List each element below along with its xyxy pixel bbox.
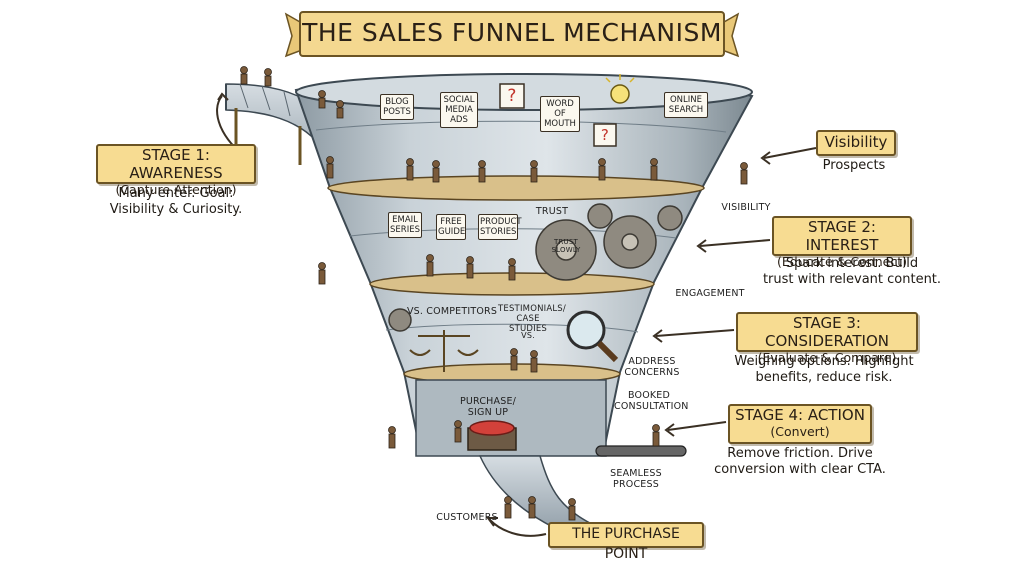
sign-product-stories: PRODUCT STORIES bbox=[478, 214, 522, 240]
stage-1-subtitle: (Capture Attention) bbox=[115, 182, 237, 197]
purchase-point-title: THE PURCHASE POINT bbox=[572, 526, 680, 562]
visibility-title: Visibility bbox=[824, 133, 888, 151]
label-purchase-signup: PURCHASE/ SIGN UP bbox=[459, 396, 517, 418]
stage-4-description: Remove friction. Drive conversion with c… bbox=[714, 446, 886, 477]
title-banner-scroll bbox=[284, 11, 740, 58]
stage-1-description: Many enter. Goal: Visibility & Curiosity… bbox=[109, 186, 243, 217]
label-vs-competitors: VS. COMPETITORS bbox=[406, 306, 498, 317]
label-testimonials: TESTIMONIALS/ CASE STUDIES bbox=[498, 304, 566, 334]
sign-online-search: ONLINE SEARCH bbox=[664, 92, 708, 118]
stage-3-description: Weighing options. Highlight benefits, re… bbox=[734, 354, 914, 385]
stage-3-subtitle: (Evaluate & Compare) bbox=[757, 350, 897, 365]
magnifying-glass bbox=[566, 310, 619, 363]
label-visibility: VISIBILITY bbox=[721, 202, 771, 213]
label-trust-slowly: TRUST SLOWLY bbox=[551, 238, 581, 254]
balance-scale bbox=[409, 330, 479, 372]
visibility-box: Visibility bbox=[816, 130, 896, 156]
question-mark-2: ? bbox=[600, 126, 610, 144]
label-engagement: ENGAGEMENT bbox=[675, 288, 745, 299]
stage-3-box: STAGE 3: CONSIDERATION (Evaluate & Compa… bbox=[736, 312, 918, 365]
stage-2-description: Spark interest. Build trust with relevan… bbox=[762, 256, 942, 287]
question-mark-1: ? bbox=[507, 86, 517, 106]
sign-free-guide: FREE GUIDE bbox=[436, 214, 466, 240]
stage-1-box: STAGE 1: AWARENESS (Capture Attention) bbox=[96, 144, 256, 197]
stage-2-subtitle: (Educate & Connect) bbox=[776, 254, 907, 269]
label-trust: TRUST bbox=[535, 206, 569, 217]
title-banner: THE SALES FUNNEL MECHANISM bbox=[292, 8, 732, 58]
label-vs: VS. bbox=[521, 331, 535, 340]
sign-word-of-mouth: WORD OF MOUTH bbox=[540, 96, 580, 132]
question-boxes bbox=[499, 83, 617, 147]
stage-4-subtitle: (Convert) bbox=[770, 424, 830, 439]
conveyor-belt bbox=[595, 445, 687, 457]
stage-2-box: STAGE 2: INTEREST (Educate & Connect) bbox=[772, 216, 912, 269]
stage-4-box: STAGE 4: ACTION (Convert) bbox=[728, 404, 872, 444]
stage-1-title: STAGE 1: AWARENESS bbox=[129, 146, 223, 182]
sign-social-media-ads: SOCIAL MEDIA ADS bbox=[440, 92, 478, 128]
stage-2-title: STAGE 2: INTEREST bbox=[805, 218, 879, 254]
label-seamless-process: SEAMLESS PROCESS bbox=[610, 468, 662, 490]
stage-arrows bbox=[216, 92, 817, 537]
sign-blog-posts: BLOG POSTS bbox=[380, 94, 414, 120]
label-address-concerns: ADDRESS CONCERNS bbox=[624, 356, 680, 378]
purchase-point-box: THE PURCHASE POINT bbox=[548, 522, 704, 562]
label-customers: CUSTOMERS bbox=[436, 512, 498, 523]
page-title: THE SALES FUNNEL MECHANISM bbox=[302, 18, 722, 47]
stage-3-title: STAGE 3: CONSIDERATION bbox=[765, 314, 889, 350]
label-booked-consultation: BOOKED CONSULTATION bbox=[614, 390, 689, 412]
purchase-button-machine bbox=[467, 420, 517, 451]
stage-4-title: STAGE 4: ACTION bbox=[735, 406, 865, 424]
crowd-figures bbox=[240, 66, 748, 521]
visibility-subtitle: Prospects bbox=[822, 158, 886, 173]
sign-email-series: EMAIL SERIES bbox=[388, 212, 422, 238]
lightbulb-icon bbox=[605, 74, 635, 104]
